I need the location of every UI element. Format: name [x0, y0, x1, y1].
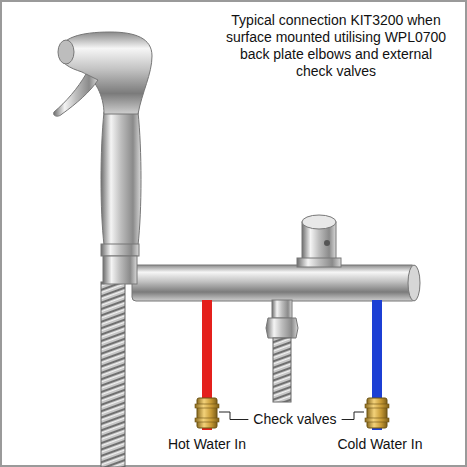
- valve-body: [132, 265, 416, 301]
- hot-check-valve: [197, 398, 217, 428]
- handle-ring: [101, 244, 139, 256]
- pipe-label: Hot Water In: [168, 436, 246, 453]
- callout-label: Check valves: [253, 411, 336, 428]
- valve-band: [365, 418, 389, 422]
- sprayer-handle: [101, 112, 141, 245]
- outlet-spigot: [272, 300, 292, 318]
- leader-line: [219, 412, 248, 420]
- knob-top: [302, 215, 336, 229]
- outlet-nut: [266, 318, 298, 338]
- diagram-title: Typical connection KIT3200 when surface …: [222, 12, 450, 80]
- cold-check-valve: [367, 398, 387, 428]
- valve-band: [195, 404, 219, 408]
- valve-band: [195, 418, 219, 422]
- spray-trigger: [54, 74, 98, 116]
- outlet-hose: [273, 338, 291, 402]
- valve-band: [365, 404, 389, 408]
- knob-collar: [297, 258, 341, 267]
- spray-nozzle: [58, 40, 74, 64]
- leader-line: [342, 412, 364, 420]
- pipe-label: Cold Water In: [337, 436, 422, 453]
- knob-screw: [324, 240, 330, 246]
- hose-nut: [103, 256, 137, 284]
- valve-end-cap: [408, 265, 420, 301]
- flexible-hose: [101, 282, 125, 467]
